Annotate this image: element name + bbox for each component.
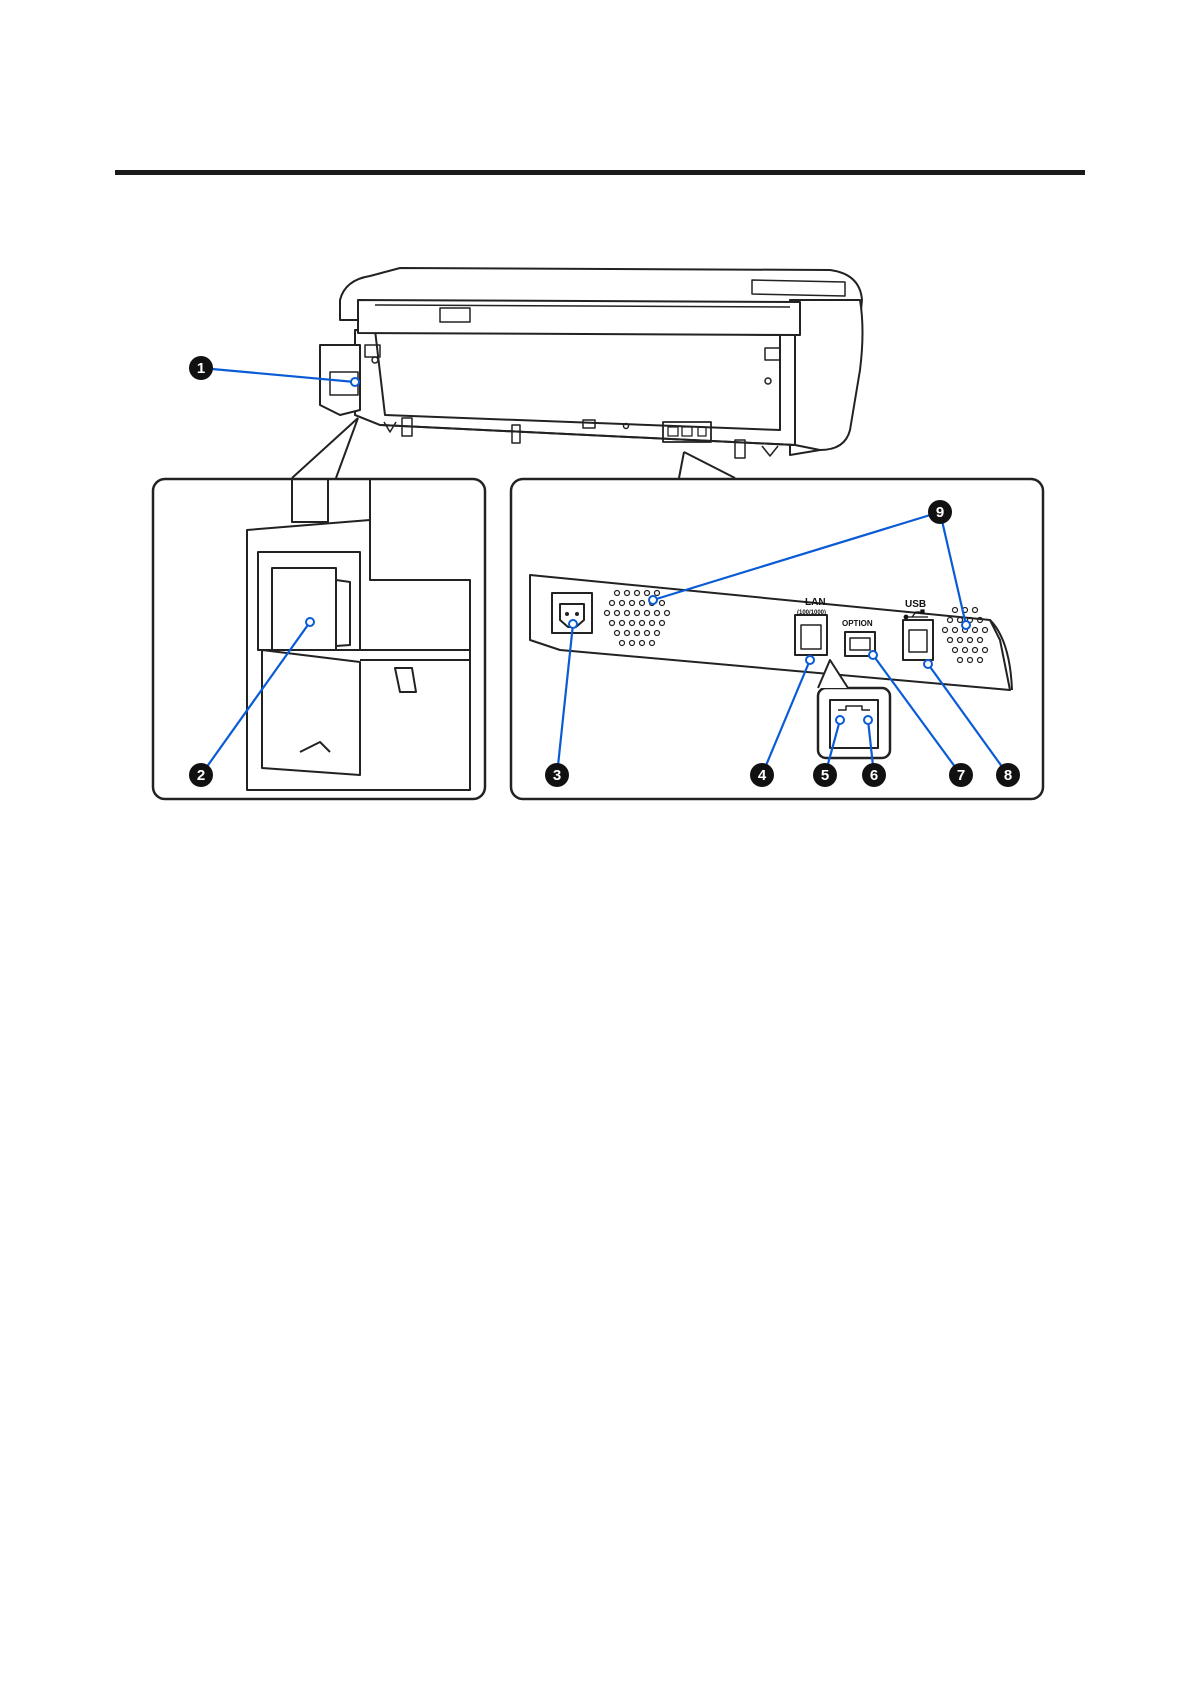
svg-text:8: 8	[1004, 767, 1012, 784]
callout-badge-5: 5	[813, 763, 837, 787]
zoom-panel-left	[153, 479, 485, 799]
zoom-panel-right: LAN (100/1000) OPTION USB	[511, 479, 1043, 799]
callout-badge-9: 9	[928, 500, 952, 524]
callout-badge-6: 6	[862, 763, 886, 787]
callout-badge-4: 4	[750, 763, 774, 787]
callout-badge-2: 2	[189, 763, 213, 787]
svg-text:2: 2	[197, 767, 205, 784]
svg-text:4: 4	[758, 767, 767, 784]
printer-rear-illustration	[320, 268, 863, 458]
lan-speed-label: (100/1000)	[797, 610, 826, 616]
callout-badge-3: 3	[545, 763, 569, 787]
svg-text:6: 6	[870, 767, 878, 784]
svg-text:9: 9	[936, 504, 944, 521]
callout-badge-7: 7	[949, 763, 973, 787]
callout-badge-1: 1	[189, 356, 213, 380]
usb-label: USB	[905, 599, 926, 610]
svg-text:1: 1	[197, 360, 205, 377]
svg-text:5: 5	[821, 767, 829, 784]
svg-text:3: 3	[553, 767, 561, 784]
svg-text:7: 7	[957, 767, 965, 784]
callout-badge-8: 8	[996, 763, 1020, 787]
lan-label: LAN	[805, 597, 826, 608]
option-label: OPTION	[842, 619, 873, 628]
